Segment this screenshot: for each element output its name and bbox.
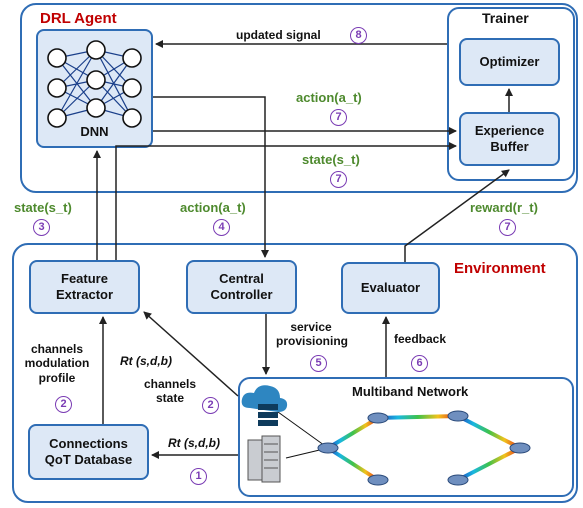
channels-state-label: channels state (143, 377, 197, 406)
cloud-storage-icon (241, 385, 288, 426)
dnn-label: DNN (80, 123, 109, 139)
step-6: 6 (411, 355, 428, 372)
action-outer-label: action(a_t) (180, 200, 246, 215)
optimizer-label: Optimizer (479, 53, 540, 69)
step-3: 3 (33, 219, 50, 236)
optimizer-box: Optimizer (459, 38, 560, 86)
step-7-reward: 7 (499, 219, 516, 236)
trainer-title: Trainer (482, 10, 529, 26)
central-controller-box: Central Controller (186, 260, 297, 314)
trainer-container (447, 7, 575, 181)
step-1: 1 (190, 468, 207, 485)
experience-buffer-box: Experience Buffer (459, 112, 560, 166)
connections-db-label: Connections QoT Database (44, 435, 133, 467)
step-5: 5 (310, 355, 327, 372)
rt-upper-label: Rt (s,d,b) (120, 354, 172, 368)
environment-title: Environment (454, 260, 546, 277)
feature-extractor-label: Feature Extractor (55, 270, 114, 302)
drl-agent-container (20, 3, 578, 193)
rt-lower-label: Rt (s,d,b) (168, 436, 220, 450)
network-links (326, 414, 521, 482)
environment-container (12, 243, 578, 503)
feedback-label: feedback (394, 332, 447, 346)
evaluator-label: Evaluator (360, 279, 421, 295)
server-rack-icon (247, 435, 281, 483)
step-7-action: 7 (330, 109, 347, 126)
service-provisioning-label: service provisioning (276, 320, 348, 349)
router-icons (317, 410, 531, 486)
drl-agent-title: DRL Agent (40, 10, 117, 27)
central-controller-label: Central Controller (210, 270, 273, 302)
channels-modulation-profile-label: channels modulation profile (24, 342, 90, 385)
reward-label: reward(r_t) (470, 200, 538, 215)
state-inner-label: state(s_t) (302, 152, 360, 167)
step-8: 8 (350, 27, 367, 44)
multiband-network-title: Multiband Network (352, 384, 469, 399)
connections-db-box: Connections QoT Database (28, 424, 149, 480)
action-inner-label: action(a_t) (296, 90, 362, 105)
evaluator-box: Evaluator (341, 262, 440, 314)
step-4: 4 (213, 219, 230, 236)
feature-extractor-box: Feature Extractor (29, 260, 140, 314)
updated-signal-label: updated signal (236, 28, 321, 42)
step-2-state: 2 (202, 397, 219, 414)
state-outer-label: state(s_t) (14, 200, 72, 215)
multiband-network-container (238, 377, 574, 497)
step-7-state: 7 (330, 171, 347, 188)
step-2-profile: 2 (55, 396, 72, 413)
experience-buffer-label: Experience Buffer (474, 122, 545, 154)
